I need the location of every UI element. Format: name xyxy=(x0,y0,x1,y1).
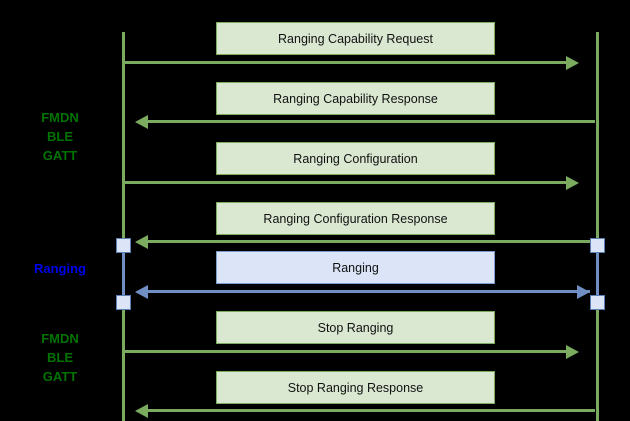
message-arrow-ranging-configuration-response xyxy=(148,240,595,243)
message-label: Stop Ranging xyxy=(317,320,394,335)
message-box-stop-ranging-response: Stop Ranging Response xyxy=(216,371,495,404)
message-label: Ranging Capability Request xyxy=(278,31,433,46)
arrowhead-right-icon xyxy=(577,284,590,299)
message-box-ranging-capability-request: Ranging Capability Request xyxy=(216,22,495,55)
activation-node-left-start[interactable] xyxy=(116,238,131,253)
phase-label-fmdn-ble-gatt-bottom: FMDN BLE GATT xyxy=(41,331,79,384)
arrowhead-left-icon xyxy=(135,403,148,418)
activation-node-right-end[interactable] xyxy=(590,295,605,310)
message-label: Ranging Configuration Response xyxy=(263,211,448,226)
message-arrow-stop-ranging xyxy=(124,350,574,353)
activation-node-right-start[interactable] xyxy=(590,238,605,253)
message-arrow-ranging xyxy=(148,290,590,293)
arrowhead-left-icon xyxy=(135,114,148,129)
arrowhead-right-icon xyxy=(566,55,579,70)
message-label: Stop Ranging Response xyxy=(287,380,424,395)
phase-label-fmdn-ble-gatt-top: FMDN BLE GATT xyxy=(41,110,79,163)
message-arrow-ranging-configuration xyxy=(124,181,574,184)
arrowhead-right-icon xyxy=(566,344,579,359)
lifeline-left xyxy=(122,32,125,421)
message-box-ranging: Ranging xyxy=(216,251,495,284)
message-box-ranging-configuration: Ranging Configuration xyxy=(216,142,495,175)
message-box-ranging-capability-response: Ranging Capability Response xyxy=(216,82,495,115)
message-arrow-ranging-capability-response xyxy=(148,120,595,123)
message-arrow-ranging-capability-request xyxy=(124,61,574,64)
phase-label-ranging: Ranging xyxy=(34,261,86,276)
message-box-stop-ranging: Stop Ranging xyxy=(216,311,495,344)
activation-bar-left xyxy=(122,245,125,300)
arrowhead-left-icon xyxy=(135,234,148,249)
message-label: Ranging Capability Response xyxy=(273,91,438,106)
arrowhead-right-icon xyxy=(566,175,579,190)
message-label: Ranging xyxy=(332,260,379,275)
lifeline-right xyxy=(596,32,599,421)
message-arrow-stop-ranging-response xyxy=(148,409,595,412)
activation-node-left-end[interactable] xyxy=(116,295,131,310)
arrowhead-left-icon xyxy=(135,284,148,299)
message-label: Ranging Configuration xyxy=(293,151,418,166)
activation-bar-right xyxy=(596,245,599,300)
message-box-ranging-configuration-response: Ranging Configuration Response xyxy=(216,202,495,235)
